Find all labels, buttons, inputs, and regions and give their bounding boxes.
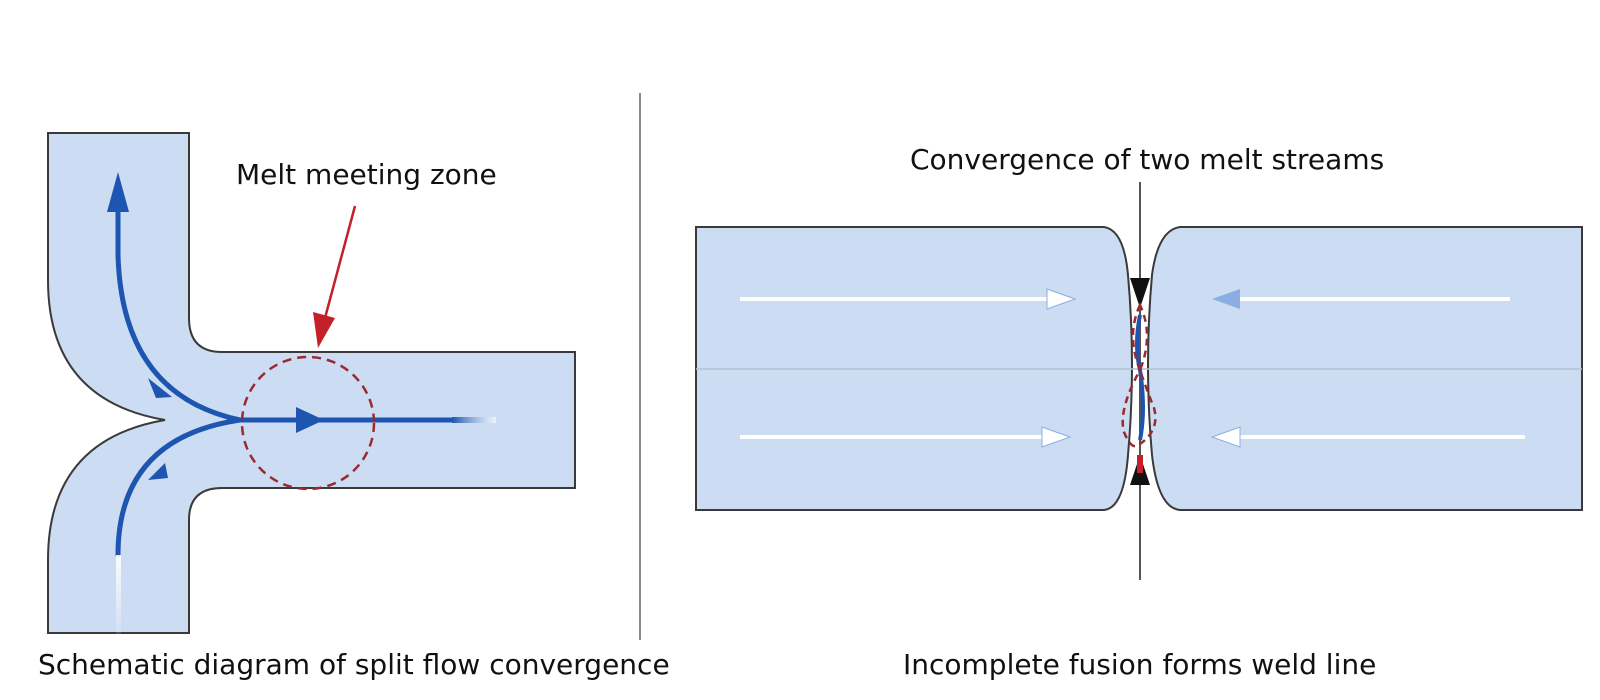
pinch-arrowhead-top: [1130, 278, 1150, 308]
flow-arrowhead-lower-curve: [148, 463, 168, 480]
convergence-label: Convergence of two melt streams: [910, 143, 1385, 176]
flow-arrowhead-right-bottom: [1210, 426, 1241, 448]
flow-arrowhead-left-bottom: [1041, 426, 1072, 448]
flow-arrowhead-right-top: [1212, 289, 1240, 309]
annotation-arrowhead: [313, 312, 335, 348]
melt-meeting-zone-circle: [240, 355, 376, 491]
incomplete-fusion-zone: [1121, 302, 1157, 448]
right-panel: [695, 182, 1583, 580]
annotation-arrow-shaft: [323, 205, 357, 319]
right-panel-caption: Incomplete fusion forms weld line: [903, 648, 1377, 681]
flow-line-upper: [115, 197, 243, 423]
left-panel-caption: Schematic diagram of split flow converge…: [38, 648, 670, 681]
flow-arrowhead-outlet: [296, 407, 324, 433]
flow-arrowhead-upper-curve: [148, 378, 172, 398]
inlet-tail: [116, 555, 121, 635]
flow-line-lower: [115, 417, 243, 558]
left-panel: [47, 132, 576, 635]
weld-mark-red: [1137, 455, 1143, 473]
t-channel: [47, 132, 576, 634]
outlet-tail: [452, 417, 496, 423]
melt-meeting-zone-label: Melt meeting zone: [236, 158, 497, 191]
flow-arrowhead-left-top: [1046, 288, 1077, 310]
flow-arrowhead-up: [107, 172, 129, 212]
